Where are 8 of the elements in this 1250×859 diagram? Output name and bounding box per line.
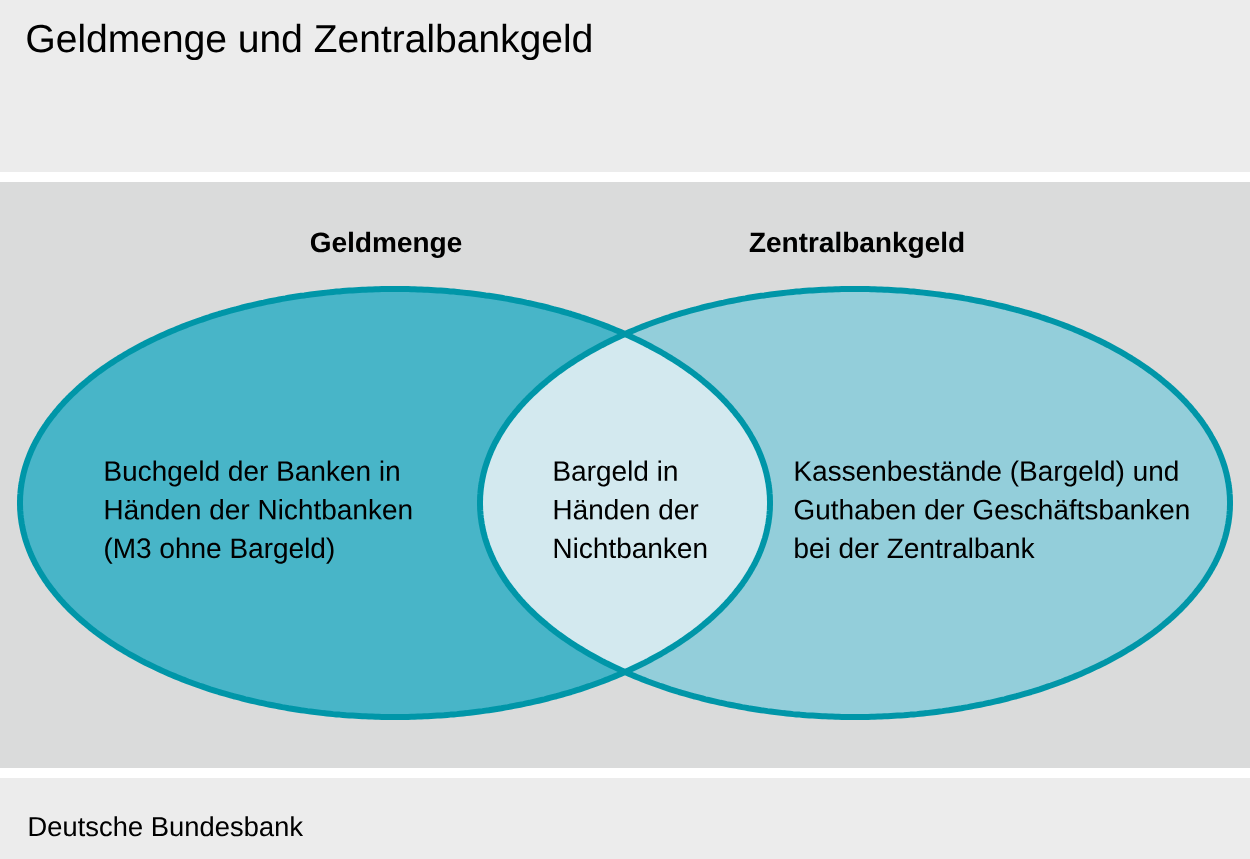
overlap-lens [477, 331, 773, 675]
set-text: Buchgeld der Banken in Händen der Nichtbanken (M3 ohne Bargeld) [105, 460, 412, 564]
set-text: Kassenbestände (Bargeld) und Guthaben der Geschäftsbanken bei der Zentralbank [794, 460, 1189, 559]
set-heading: Zentralbankgeld [749, 231, 964, 258]
title: Geldmenge und Zentralbankgeld [27, 23, 591, 61]
source-note: Deutsche Bundesbank [29, 816, 304, 837]
set-heading: Geldmenge [310, 231, 462, 258]
set-text: Bargeld in Händen der Nichtbanken [554, 460, 707, 559]
